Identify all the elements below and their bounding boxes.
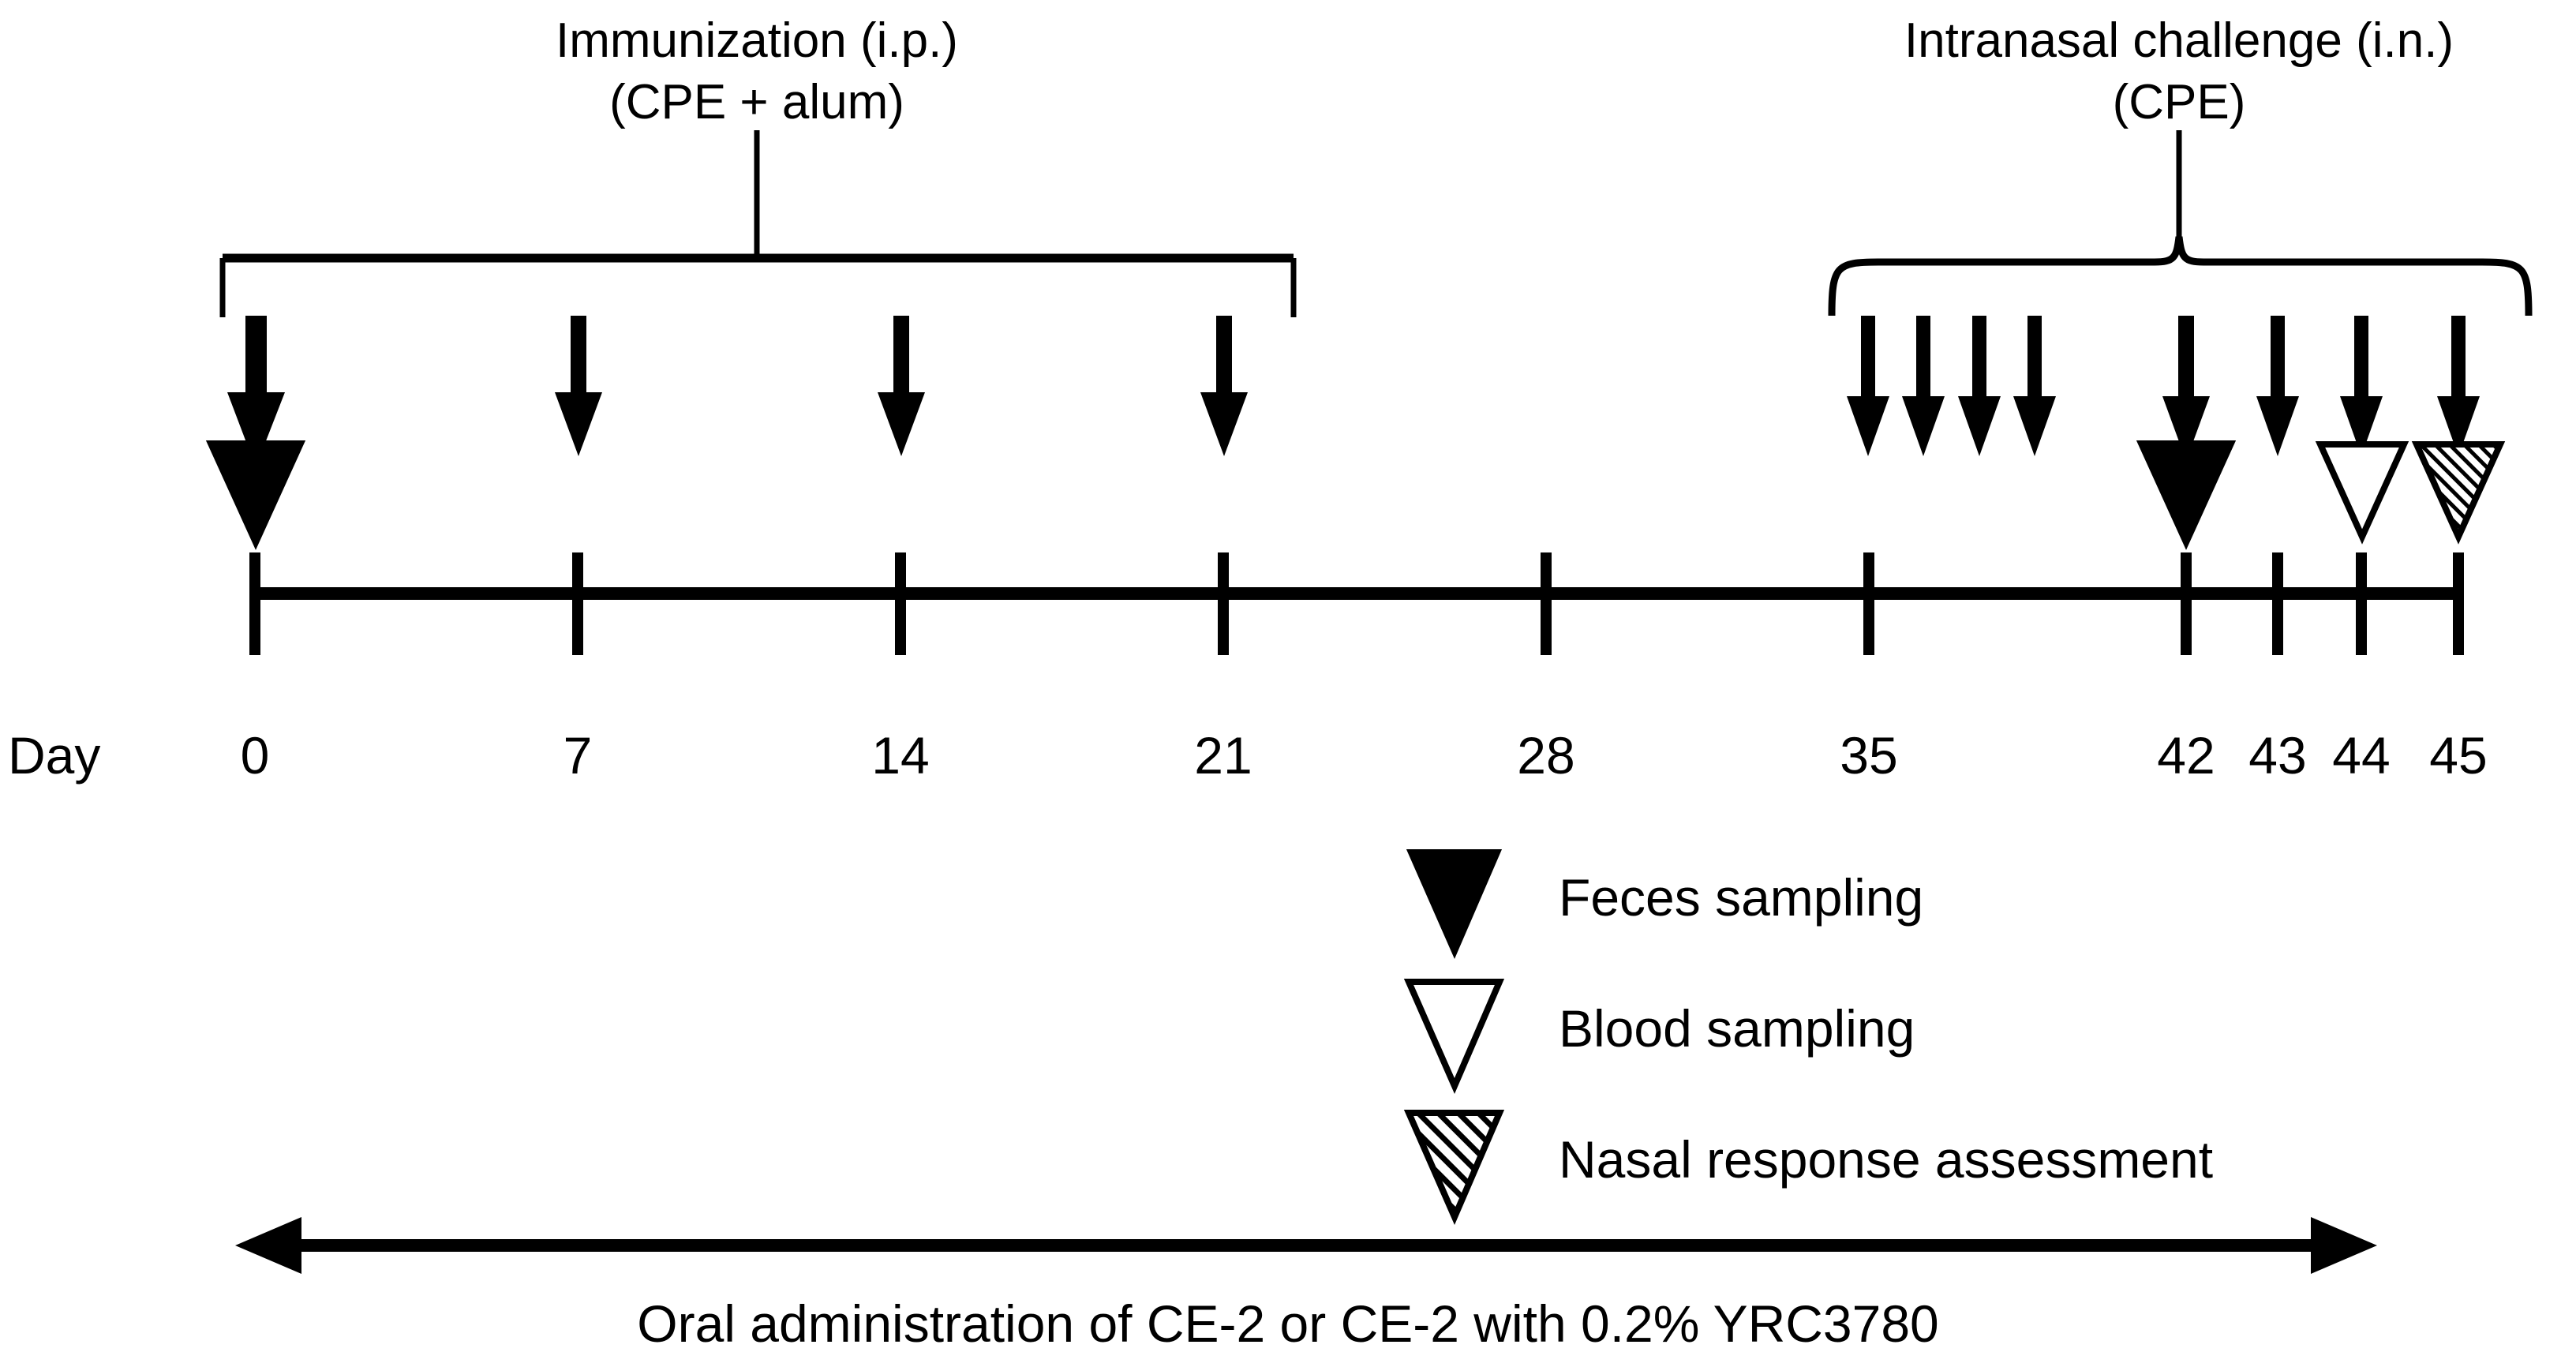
- intranasal-bracket: [1828, 130, 2533, 316]
- timeline-markers: [205, 440, 2506, 550]
- immunization-arrow-day21: [1200, 316, 1248, 456]
- intranasal-challenge-group: Intranasal challenge (i.n.) (CPE): [1828, 13, 2533, 461]
- feces-marker-day0: [205, 440, 306, 550]
- legend-label-nasal: Nasal response assessment: [1559, 1130, 2213, 1189]
- intranasal-arrow-1: [1847, 316, 1889, 456]
- intranasal-arrow-8: [2437, 316, 2480, 456]
- immunization-title-line1: Immunization (i.p.): [556, 13, 958, 68]
- axis-label-day-43: 43: [2248, 726, 2306, 785]
- treatment-bar: Oral administration of CE-2 or CE-2 with…: [235, 1217, 2377, 1353]
- legend-row-blood: Blood sampling: [1403, 979, 1915, 1095]
- axis-label-day-7: 7: [564, 726, 593, 785]
- nasal-marker-day45: [2411, 441, 2506, 545]
- legend: Feces sampling Blood sampling Nasal resp…: [1403, 849, 2213, 1226]
- immunization-arrow-day7: [555, 316, 602, 456]
- open-down-triangle-icon: [1403, 979, 1505, 1095]
- intranasal-arrow-7: [2340, 316, 2383, 456]
- axis-day-word: Day: [8, 726, 100, 785]
- legend-row-feces: Feces sampling: [1406, 849, 1923, 960]
- axis-label-day-44: 44: [2332, 726, 2390, 785]
- intranasal-arrow-4: [2013, 316, 2056, 456]
- axis-label-day-35: 35: [1840, 726, 1897, 785]
- intranasal-title-line1: Intranasal challenge (i.n.): [1904, 13, 2454, 68]
- intranasal-arrows: [1847, 316, 2480, 461]
- intranasal-arrow-3: [1958, 316, 2001, 456]
- intranasal-arrow-5: [2162, 316, 2210, 461]
- immunization-title-line2: (CPE + alum): [609, 75, 904, 129]
- axis-label-day-28: 28: [1517, 726, 1574, 785]
- immunization-group: Immunization (i.p.) (CPE + alum): [219, 13, 1297, 467]
- timeline-axis: Day 0 7 14 21 28 35 42 43 44 45: [8, 552, 2488, 785]
- axis-label-day-21: 21: [1194, 726, 1252, 785]
- immunization-arrow-day0: [227, 316, 285, 467]
- double-headed-horizontal-arrow-icon: [235, 1217, 2377, 1274]
- legend-label-feces: Feces sampling: [1559, 868, 1923, 927]
- axis-label-day-42: 42: [2157, 726, 2215, 785]
- blood-marker-day44: [2315, 441, 2409, 545]
- legend-row-nasal: Nasal response assessment: [1403, 1110, 2213, 1226]
- axis-label-day-0: 0: [241, 726, 270, 785]
- legend-label-blood: Blood sampling: [1559, 999, 1915, 1058]
- axis-label-day-14: 14: [871, 726, 929, 785]
- treatment-label: Oral administration of CE-2 or CE-2 with…: [637, 1294, 1938, 1353]
- filled-down-triangle-icon: [1406, 849, 1503, 960]
- axis-ticks: [249, 552, 2464, 655]
- intranasal-arrow-2: [1902, 316, 1945, 456]
- immunization-arrows: [227, 316, 1248, 467]
- immunization-arrow-day14: [878, 316, 925, 456]
- feces-marker-day42: [2136, 440, 2237, 550]
- intranasal-title-line2: (CPE): [2113, 75, 2246, 129]
- intranasal-arrow-6: [2256, 316, 2299, 456]
- axis-label-day-45: 45: [2429, 726, 2487, 785]
- immunization-bracket: [219, 130, 1297, 317]
- hatched-down-triangle-icon: [1403, 1110, 1505, 1226]
